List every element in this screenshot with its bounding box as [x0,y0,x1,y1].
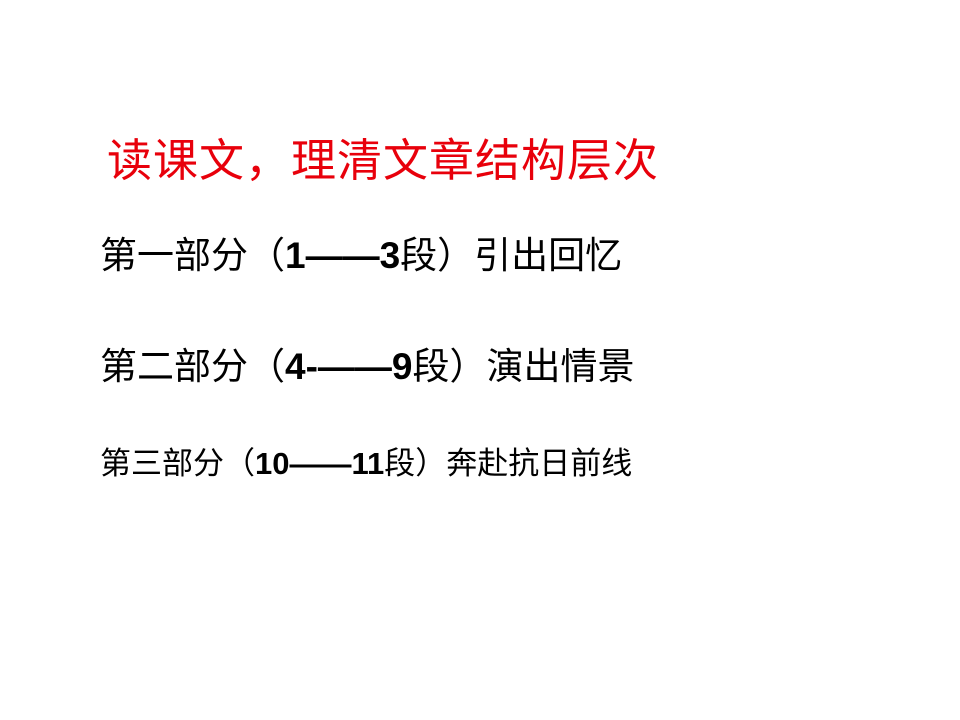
range-dash: —— [289,446,352,481]
part-suffix: 段）奔赴抗日前线 [384,446,633,482]
slide-title: 读课文，理清文章结构层次 [107,134,660,187]
range-end: 9 [391,346,413,387]
part-prefix: 第二部分（ [100,345,285,388]
range-end: 3 [379,235,401,276]
part-suffix: 段）演出情景 [412,345,635,388]
range-start: 4- [285,346,318,387]
part-one-line: 第一部分（1——3段）引出回忆 [100,232,622,280]
part-prefix: 第一部分（ [100,234,285,277]
range-dash: —— [305,235,380,276]
range-start: 1 [285,235,306,276]
part-two-line: 第二部分（4-——9段）演出情景 [100,343,634,391]
range-end: 11 [351,446,385,481]
range-start: 10 [255,446,290,481]
part-three-line: 第三部分（10——11段）奔赴抗日前线 [100,443,632,485]
part-prefix: 第三部分（ [100,446,255,482]
part-suffix: 段）引出回忆 [400,234,623,277]
range-dash: —— [317,346,392,387]
